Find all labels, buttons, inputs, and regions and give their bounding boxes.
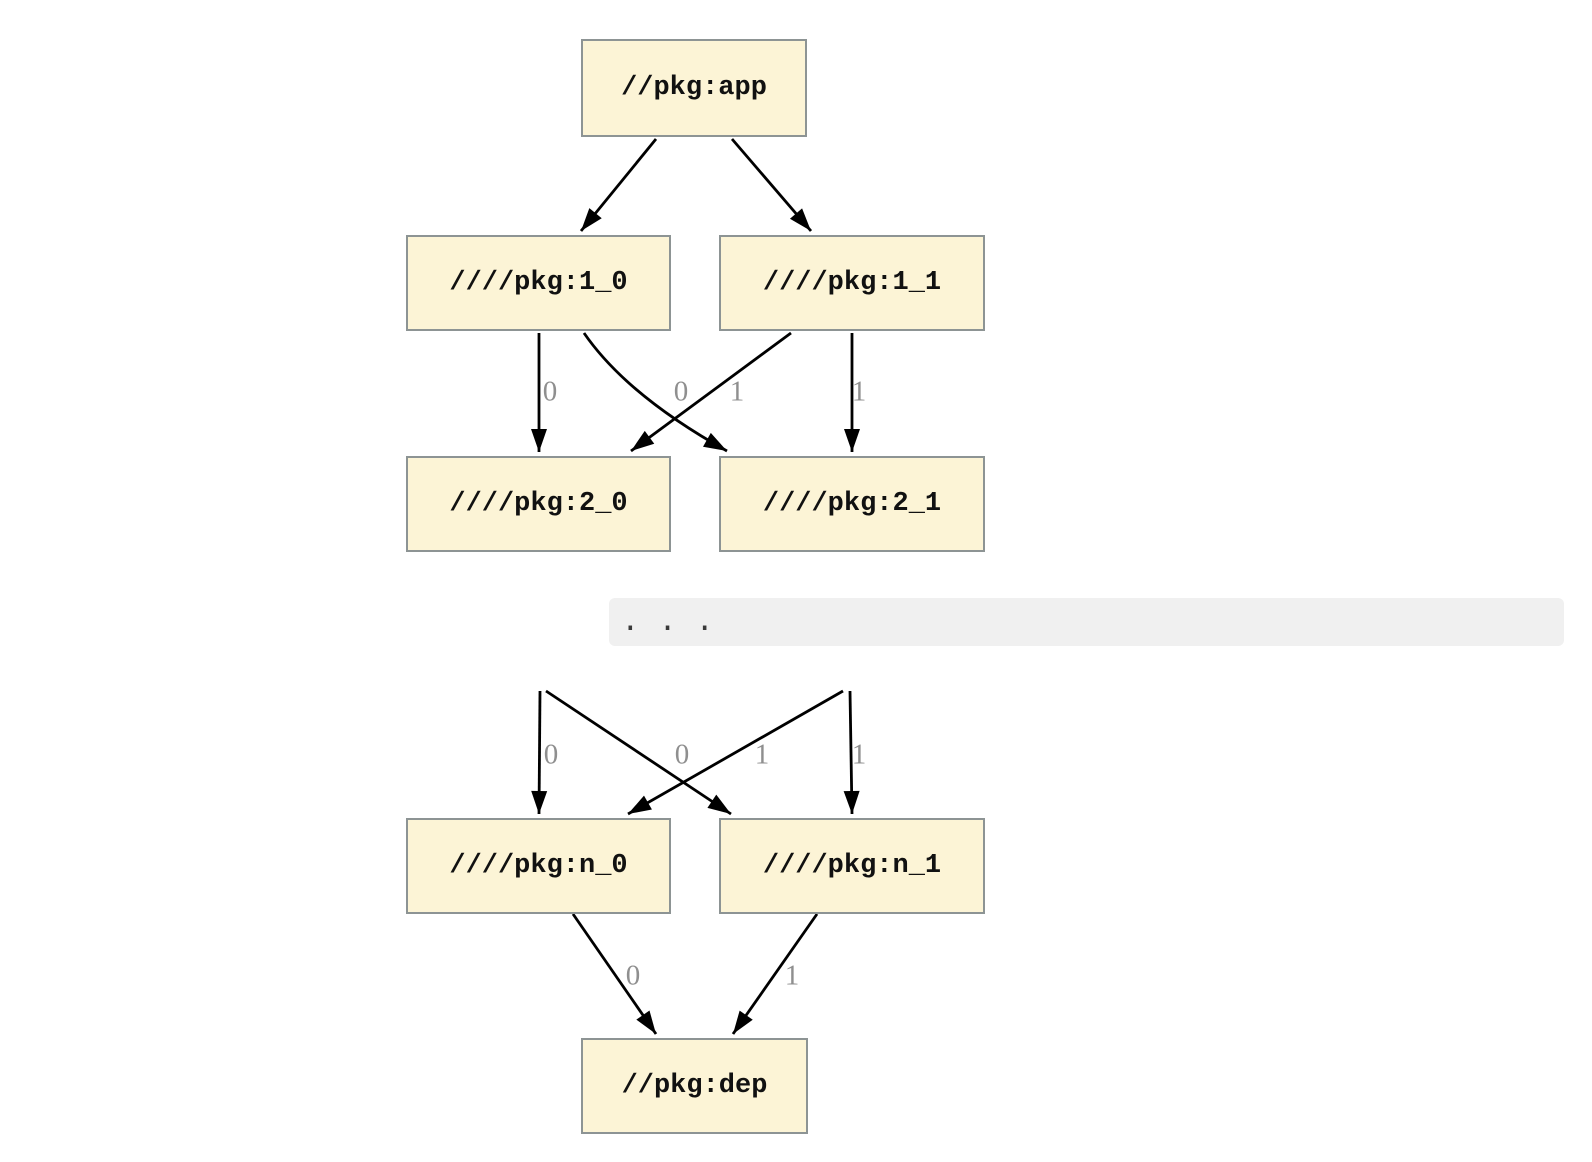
edge-label-1_1-2_0: 1 [729, 375, 745, 408]
edge-label-1_0-2_1: 0 [673, 375, 689, 408]
edge-hidden1-to-n_0 [627, 689, 844, 816]
edge-label-n_0-dep: 0 [625, 959, 641, 992]
edge-label-hidden1-n_1: 1 [851, 738, 867, 771]
edge-hidden0-to-n_0 [531, 690, 548, 815]
edge-label-1_0-2_0: 0 [542, 375, 558, 408]
edge-hidden1-to-n_1 [843, 690, 860, 815]
edge-1_0-to-2_1 [582, 332, 728, 453]
node-pkg-dep: //pkg:dep [581, 1038, 808, 1134]
edge-label-1_1-2_1: 1 [851, 375, 867, 408]
edge-app-to-1_0 [579, 138, 658, 232]
edge-1_1-to-2_0 [630, 331, 792, 453]
ellipsis-dots: . . . [621, 604, 715, 640]
node-pkg-1_1: ////pkg:1_1 [719, 235, 985, 331]
edge-label-n_1-dep: 1 [784, 959, 800, 992]
node-pkg-2_1: ////pkg:2_1 [719, 456, 985, 552]
edge-label-hidden1-n_0: 1 [754, 738, 770, 771]
edge-n_1-to-dep [731, 913, 819, 1035]
edge-app-to-1_1 [730, 138, 813, 232]
node-pkg-2_0: ////pkg:2_0 [406, 456, 671, 552]
node-pkg-1_0: ////pkg:1_0 [406, 235, 671, 331]
edge-label-hidden0-n_0: 0 [543, 738, 559, 771]
node-pkg-n_0: ////pkg:n_0 [406, 818, 671, 914]
edge-hidden0-to-n_1 [545, 689, 732, 816]
edge-label-hidden0-n_1: 0 [674, 738, 690, 771]
edge-n_0-to-dep [571, 913, 658, 1035]
node-pkg-app: //pkg:app [581, 39, 807, 137]
ellipsis-code-strip: . . . [609, 598, 1564, 646]
node-pkg-n_1: ////pkg:n_1 [719, 818, 985, 914]
